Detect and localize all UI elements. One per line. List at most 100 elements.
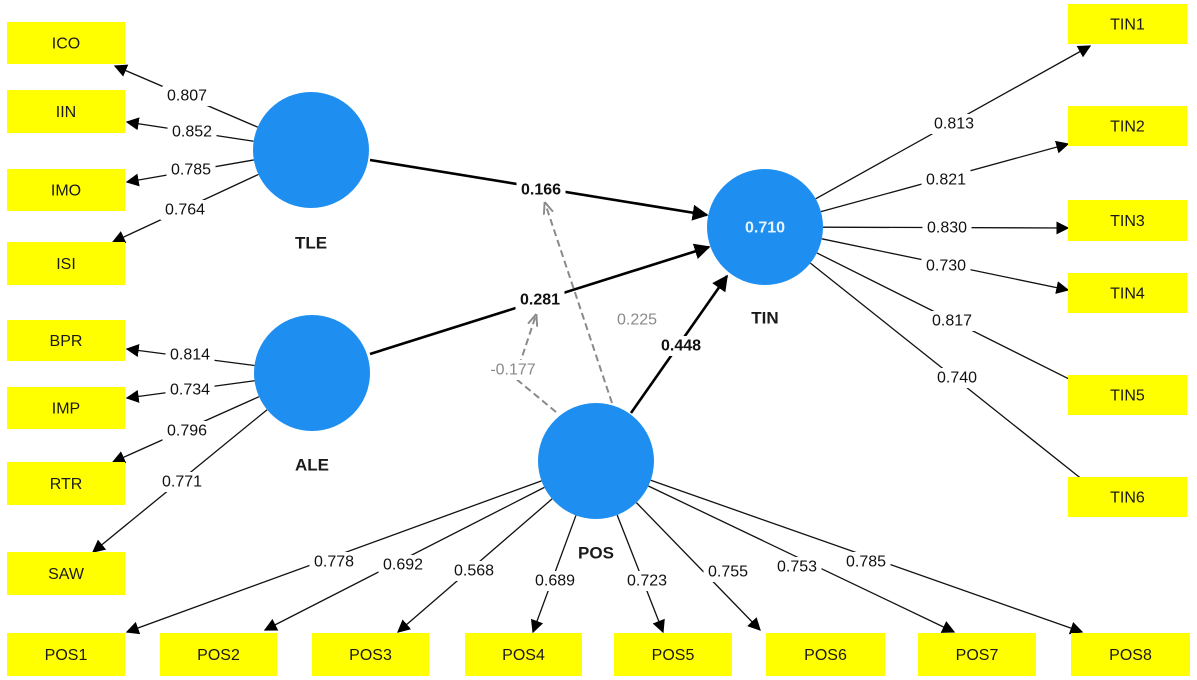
indicator-box[interactable] [1068,106,1187,146]
indicator-label: ISI [56,256,76,273]
indicator-label: IMO [51,183,81,200]
loading-value-imp-background [165,380,215,400]
nodes-layer: ICO IIN IMO ISI BPR IMP RTR SAW TIN1TIN2TIN3TIN4… [7,4,1190,676]
indicator-box[interactable] [7,22,125,64]
indicator-rtr[interactable]: RTR [7,462,125,505]
indicator-box[interactable] [7,633,125,676]
indicator-box[interactable] [7,462,125,505]
indicator-box[interactable] [1068,4,1187,44]
indicator-tin6[interactable]: TIN6 [1068,477,1187,517]
indicator-box[interactable] [7,242,125,285]
indicator-tin1[interactable]: TIN1 [1068,4,1187,44]
latent-variable-tle[interactable]: TLE [253,92,369,253]
latent-variable-ale[interactable]: ALE [254,315,370,475]
indicator-tin4[interactable]: TIN4 [1068,273,1187,313]
indicator-pos1[interactable]: POS1 [7,633,125,676]
indicator-pos8[interactable]: POS8 [1071,633,1190,676]
loading-value-saw-background [157,472,207,492]
loading-value-tin4-group: 0.730 [921,256,971,276]
indicator-label: SAW [48,566,85,583]
indicator-box[interactable] [312,633,429,676]
indicator-tin3[interactable]: TIN3 [1068,200,1187,241]
indicator-iin[interactable]: IIN [7,90,125,133]
loading-value-pos4: 0.689 [535,573,575,590]
loading-value-pos6-group: 0.755 [703,562,753,582]
indicator-box[interactable] [7,90,125,133]
loading-value-pos4-background [530,571,580,591]
indicator-saw[interactable]: SAW [7,552,125,595]
loading-value-pos8: 0.785 [846,554,886,571]
indicator-pos6[interactable]: POS6 [766,633,885,676]
loading-value-pos7: 0.753 [777,559,817,576]
loading-value-iin: 0.852 [172,124,212,141]
indicator-label: BPR [50,333,83,350]
indicator-label: POS6 [804,647,847,664]
latent-circle[interactable] [254,315,370,431]
latent-variable-pos[interactable]: POS [538,403,654,563]
indicator-tin5[interactable]: TIN5 [1068,375,1187,415]
loading-value-pos3-group: 0.568 [449,561,499,581]
indicator-ico[interactable]: ICO [7,22,125,64]
loading-value-pos8-group: 0.785 [841,552,891,572]
loading-value-tin5: 0.817 [932,313,972,330]
loading-value-saw: 0.771 [162,474,202,491]
indicator-box[interactable] [766,633,885,676]
indicator-box[interactable] [7,387,125,429]
indicator-tin2[interactable]: TIN2 [1068,106,1187,146]
loading-value-tin5-group: 0.817 [927,311,977,331]
latent-circle[interactable] [538,403,654,519]
indicator-box[interactable] [1068,477,1187,517]
indicator-label: IIN [56,104,76,121]
indicator-box[interactable] [614,633,732,676]
indicator-imo[interactable]: IMO [7,169,125,211]
indicator-pos7[interactable]: POS7 [918,633,1036,676]
indicator-pos3[interactable]: POS3 [312,633,429,676]
latent-circle[interactable] [707,169,823,285]
indicator-box[interactable] [7,169,125,211]
loading-value-isi-group: 0.764 [160,200,210,220]
loading-value-tin6-group: 0.740 [932,368,982,388]
indicator-box[interactable] [1068,200,1187,241]
loading-value-pos1-background [309,552,359,572]
indicator-label: POS2 [197,647,240,664]
indicator-box[interactable] [918,633,1036,676]
moderation-coefficient-tle-tin: 0.225 [617,312,657,329]
indicator-box[interactable] [160,633,277,676]
loading-value-tin4: 0.730 [926,258,966,275]
indicator-imp[interactable]: IMP [7,387,125,429]
indicator-pos2[interactable]: POS2 [160,633,277,676]
loading-value-tin3: 0.830 [927,220,967,237]
indicator-isi[interactable]: ISI [7,242,125,285]
indicator-box[interactable] [465,633,582,676]
loading-value-bpr: 0.814 [170,347,210,364]
latent-circle[interactable] [253,92,369,208]
path-coefficient-pos-tin-group: 0.448 [656,336,706,356]
latent-label: ALE [295,456,329,475]
loading-value-tin4-background [921,256,971,276]
path-coefficient-ale-tin-background [515,290,565,310]
indicator-box[interactable] [7,320,125,361]
loading-value-pos6-background [703,562,753,582]
indicator-box[interactable] [1068,273,1187,313]
loading-value-imo: 0.785 [171,162,211,179]
loading-value-pos7-background [772,557,822,577]
loading-value-pos3-background [449,561,499,581]
indicator-bpr[interactable]: BPR [7,320,125,361]
moderation-coefficient-ale-tin-background [484,360,542,380]
path-coefficient-pos-tin: 0.448 [661,338,701,355]
latent-label: TIN [751,309,778,328]
indicator-box[interactable] [7,552,125,595]
loading-value-isi-background [160,200,210,220]
moderation-coefficient-tle-tin-group: 0.225 [612,310,662,330]
path-coefficient-tle-tin-group: 0.166 [516,180,566,200]
loading-value-tin6-background [932,368,982,388]
labels-layer: 0.8070.8520.7850.7640.8140.7340.7960.771… [157,86,982,591]
indicator-label: POS8 [1109,647,1152,664]
indicator-pos5[interactable]: POS5 [614,633,732,676]
indicator-pos4[interactable]: POS4 [465,633,582,676]
latent-label: TLE [295,234,327,253]
indicator-box[interactable] [1068,375,1187,415]
loading-value-imp-group: 0.734 [165,380,215,400]
indicator-box[interactable] [1071,633,1190,676]
